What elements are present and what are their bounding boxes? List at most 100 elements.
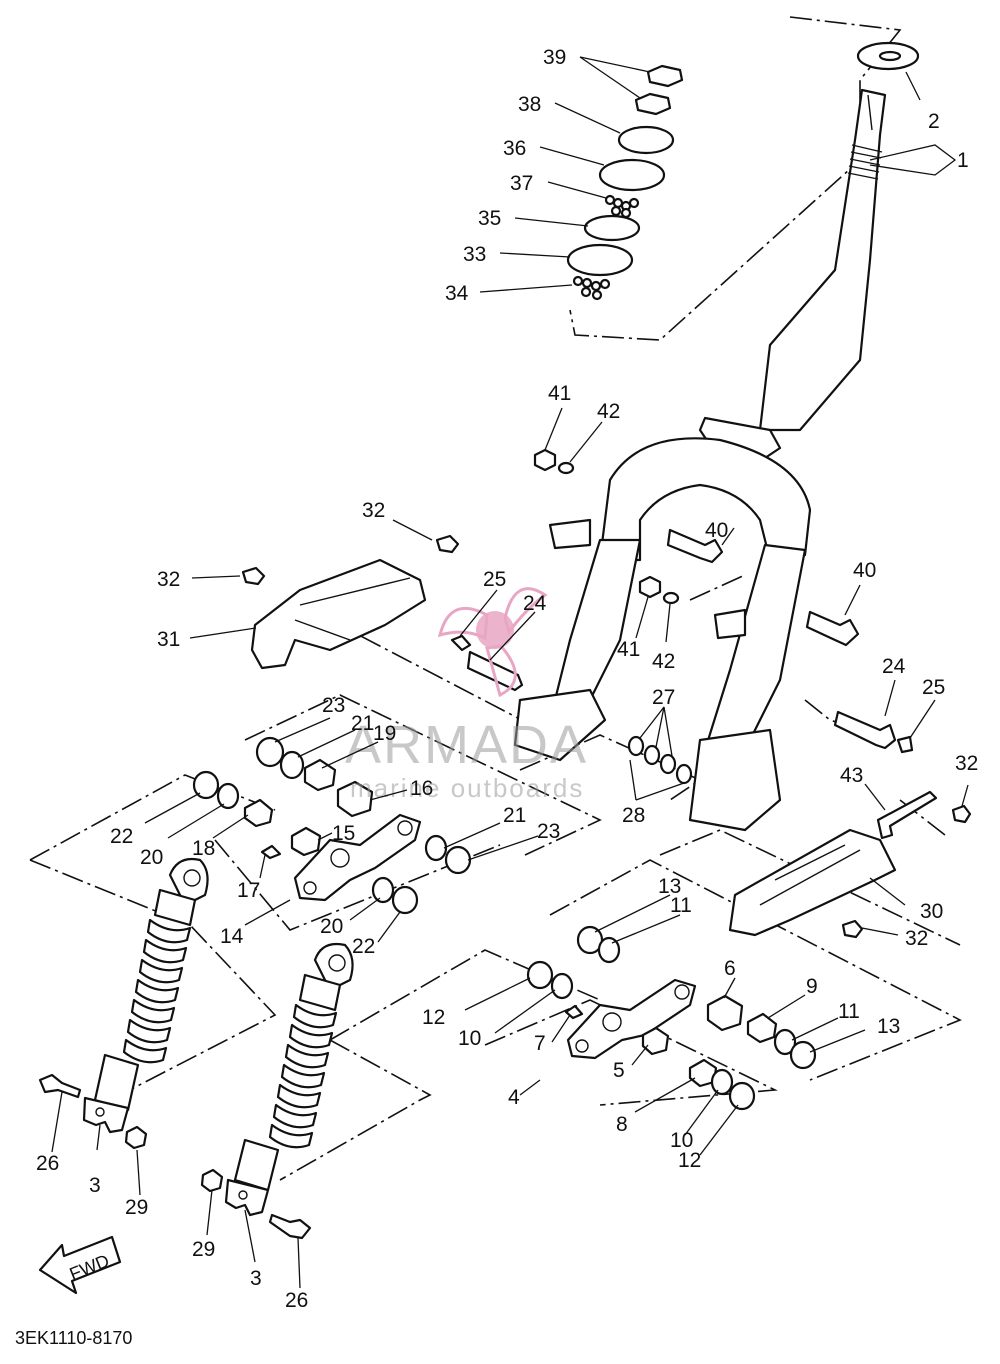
callout-34: 34 xyxy=(445,282,469,305)
steering-stem xyxy=(758,88,887,432)
lower-link-inner-outline xyxy=(484,999,778,1106)
callout-30: 30 xyxy=(920,900,943,923)
stem-threads xyxy=(847,144,883,180)
callout-43: 43 xyxy=(840,764,863,787)
part-20-seal-upper xyxy=(216,782,240,810)
part-29-nut-right xyxy=(200,1168,224,1193)
fork-yoke xyxy=(598,437,812,562)
callout-24-right: 24 xyxy=(882,655,906,678)
callout-10-lower: 10 xyxy=(670,1129,693,1152)
part-39-ring-nut-lower xyxy=(634,92,672,116)
part-40-bolt-upper xyxy=(666,528,724,564)
part-19-bush xyxy=(303,758,337,792)
part-11-seal-upper xyxy=(597,936,621,964)
lower-link-group-outline xyxy=(549,859,962,1081)
shock-right-top-eye xyxy=(313,942,354,992)
callout-17: 17 xyxy=(237,879,260,902)
fork-right-leg xyxy=(703,543,807,752)
callout-18: 18 xyxy=(192,837,215,860)
callout-26-right: 26 xyxy=(285,1289,308,1312)
callout-26-left: 26 xyxy=(36,1152,59,1175)
part-39-ring-nut-upper xyxy=(646,64,684,88)
right-shock-lower-outline xyxy=(279,1039,432,1181)
shock-right-body xyxy=(298,973,342,1012)
part-42-washer-upper xyxy=(557,461,575,475)
part-13-collar-lower xyxy=(789,1040,817,1070)
callout-32-right-bottom: 32 xyxy=(905,927,928,950)
callout-29-left: 29 xyxy=(125,1196,148,1219)
fork-left-leg xyxy=(553,538,642,702)
shock-left-body xyxy=(153,888,197,927)
callout-40-upper: 40 xyxy=(705,519,728,542)
part-40-bolt-right xyxy=(805,610,860,647)
shock-absorber-right xyxy=(200,942,354,1240)
upper-link-group-lower-outline xyxy=(214,839,501,931)
part-17-clip xyxy=(260,844,282,860)
part-11-seal-lower xyxy=(773,1028,797,1056)
part-27-collar-c xyxy=(659,753,677,775)
callout-1: 1 xyxy=(957,149,969,172)
part-41-nut-lower xyxy=(638,575,662,599)
part-20-seal-lower xyxy=(371,876,395,904)
leader-lines xyxy=(51,56,969,1289)
drawing-code: 3EK1110-8170 xyxy=(15,1328,132,1348)
shock-right-spring xyxy=(268,1003,338,1149)
part-27-collar-b xyxy=(643,744,661,766)
shock-absorber-left xyxy=(38,857,209,1150)
part-32-screw-right-bottom xyxy=(841,919,864,939)
fork-left-bracket xyxy=(513,688,607,762)
upper-link xyxy=(192,736,472,915)
callout-23-right: 23 xyxy=(537,820,560,843)
callout-12-upper: 12 xyxy=(422,1006,445,1029)
callout-21-upper: 21 xyxy=(351,712,374,735)
part-23-collar-right xyxy=(444,845,472,875)
part-6-spacer xyxy=(706,994,744,1032)
callout-2: 2 xyxy=(928,110,940,133)
callout-22-upper: 22 xyxy=(110,825,133,848)
fwd-arrow-shape xyxy=(38,1235,122,1295)
callout-9: 9 xyxy=(806,975,818,998)
part-41-nut-upper xyxy=(533,448,557,472)
part-4-link-arm xyxy=(566,978,697,1060)
callout-13-upper: 13 xyxy=(658,875,681,898)
callout-42-upper: 42 xyxy=(597,400,620,423)
callout-41-upper: 41 xyxy=(548,382,571,405)
callout-10-upper: 10 xyxy=(458,1027,481,1050)
part-30-guard xyxy=(728,828,897,937)
part-16-spacer xyxy=(336,780,374,818)
part-43-pin xyxy=(876,790,938,840)
callout-22-lower: 22 xyxy=(352,935,375,958)
part-10-seal-lower xyxy=(710,1068,734,1096)
callout-13-lower: 13 xyxy=(877,1015,900,1038)
fork-right-bracket xyxy=(688,728,782,832)
part-12-collar-lower xyxy=(728,1081,756,1111)
callout-32-top: 32 xyxy=(362,499,385,522)
part-25-nipple-right xyxy=(896,735,914,754)
callout-12-lower: 12 xyxy=(678,1149,701,1172)
callout-41-lower: 41 xyxy=(617,638,640,661)
callout-3-left: 3 xyxy=(89,1174,101,1197)
callout-32-right-top: 32 xyxy=(955,752,978,775)
part-7-clip xyxy=(564,1004,584,1020)
callout-16: 16 xyxy=(410,777,433,800)
callout-11-upper: 11 xyxy=(670,894,692,917)
upper-link-group-outline xyxy=(244,694,602,856)
shock-left-top-eye xyxy=(168,857,209,907)
part-28-collar xyxy=(675,763,693,785)
callout-38: 38 xyxy=(518,93,541,116)
callout-27: 27 xyxy=(652,686,675,709)
part-22-collar-upper xyxy=(192,770,220,800)
part-24-bolt-right xyxy=(833,710,897,750)
watermark-brand: ARMADA xyxy=(345,715,588,775)
callout-21-right: 21 xyxy=(503,804,526,827)
part-9-bush xyxy=(746,1012,778,1044)
propeller-logo xyxy=(437,587,548,698)
part-10-seal-upper xyxy=(550,972,574,1000)
part-36-race xyxy=(598,158,666,192)
shock-left-spring xyxy=(122,918,192,1064)
callout-25-left: 25 xyxy=(483,568,506,591)
lower-link xyxy=(526,925,817,1111)
part-22-collar-lower xyxy=(391,885,419,915)
part-38-washer xyxy=(617,125,675,155)
part-33-race xyxy=(566,243,634,277)
